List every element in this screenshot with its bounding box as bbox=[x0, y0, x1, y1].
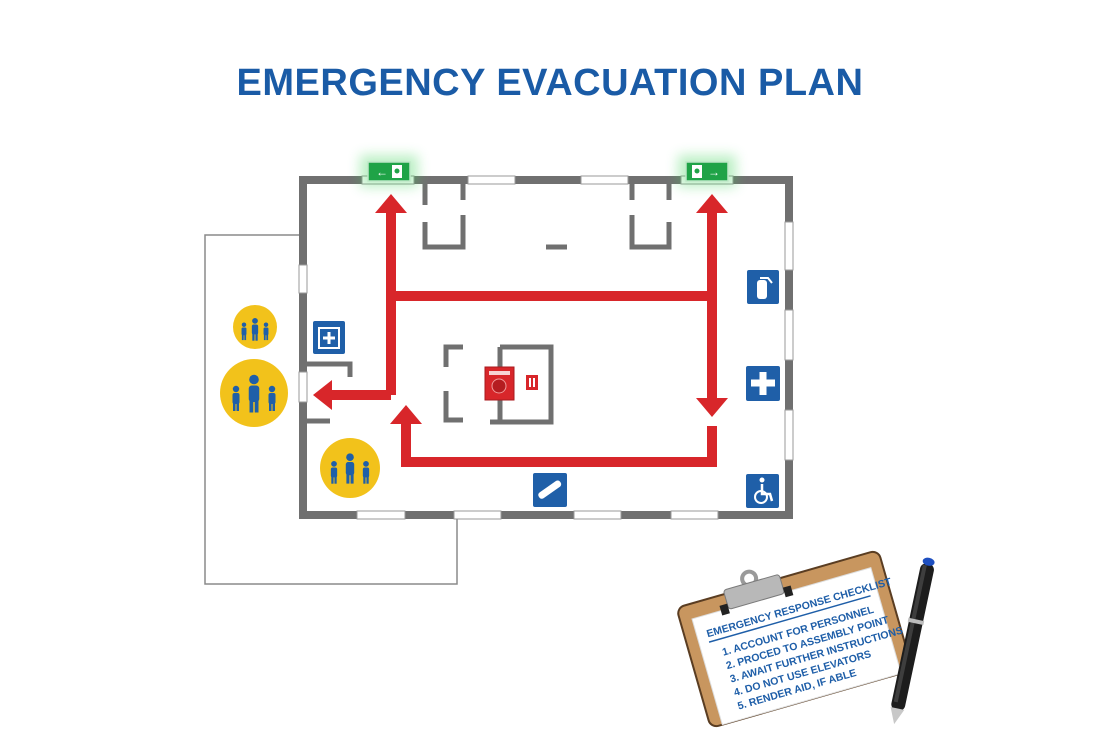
assembly-point-1 bbox=[233, 305, 277, 349]
first-aid-cross-icon bbox=[746, 366, 780, 401]
running-man-icon bbox=[392, 165, 402, 178]
running-man-icon bbox=[692, 165, 702, 178]
assembly-point-2 bbox=[220, 359, 288, 427]
exit-sign-left: ← bbox=[360, 155, 418, 187]
fire-extinguisher-icon bbox=[747, 270, 779, 304]
clipboard: EMERGENCY RESPONSE CHECKLIST 1. ACCOUNT … bbox=[677, 550, 912, 728]
exit-sign-right: → bbox=[678, 155, 736, 187]
first-aid-kit-icon bbox=[313, 321, 345, 354]
fire-extinguisher-red-icon bbox=[526, 375, 538, 390]
exit-left-arrow-icon: ← bbox=[376, 165, 388, 179]
exit-right-arrow-icon: → bbox=[708, 165, 720, 179]
pen bbox=[890, 557, 935, 725]
fire-alarm-icon bbox=[484, 366, 515, 401]
wheelchair-icon bbox=[746, 474, 779, 508]
evacuation-routes bbox=[313, 194, 728, 467]
clipboard-clip bbox=[719, 569, 794, 616]
page-title: EMERGENCY EVACUATION PLAN bbox=[236, 62, 864, 104]
assembly-point-3 bbox=[320, 438, 380, 498]
stretcher-icon bbox=[533, 473, 567, 507]
